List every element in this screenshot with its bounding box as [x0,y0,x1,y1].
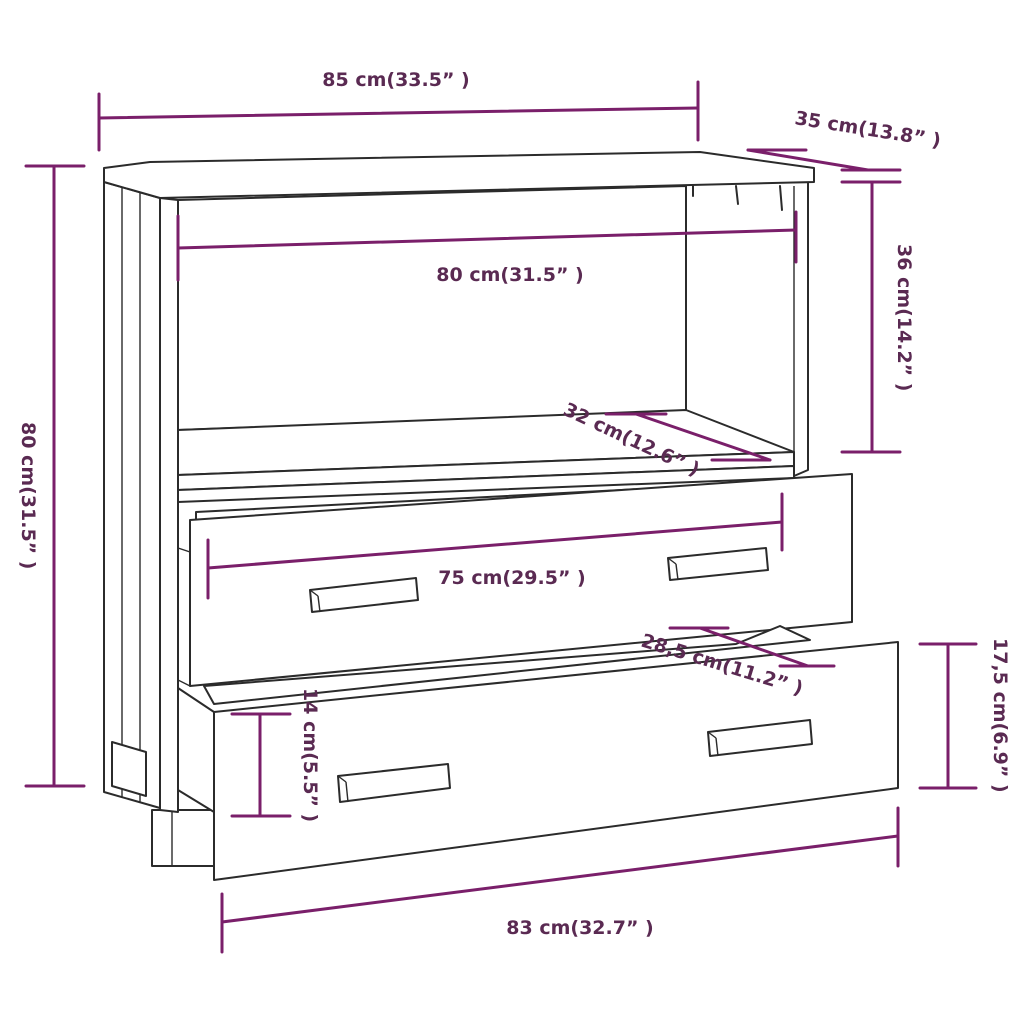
overall-height-label: 80 cm(31.5” ) [17,422,39,569]
shelf-height-label: 36 cm(14.2” ) [893,244,915,391]
cabinet-side-panel [103,181,161,809]
drawer-front-height-dimension-line [918,642,978,790]
overall-depth-label: 35 cm(13.8” ) [793,107,942,152]
drawer-inner-height-label: 14 cm(5.5” ) [299,688,321,822]
upper-drawer-handle-right [667,547,769,581]
cabinet-leg-front [151,809,215,867]
shelf-width-dimension-line [176,210,798,282]
lower-drawer-front [213,641,899,881]
shelf-width-label: 80 cm(31.5” ) [436,264,583,286]
drawer-front-width-dimension-line [220,806,900,954]
drawer-depth-dimension-line [668,626,836,668]
shelf-height-dimension-line [840,180,902,454]
cabinet-front-stile [159,197,179,813]
drawer-inner-height-dimension-line [230,712,292,818]
lower-drawer-handle-left [337,763,451,803]
shelf-back-wall [177,185,687,431]
overall-depth-dimension-line [746,148,902,172]
lower-drawer-side [177,687,215,813]
overall-width-label: 85 cm(33.5” ) [322,69,469,91]
shelf-peg-hole [735,185,739,205]
cabinet-drawing [103,151,899,881]
cabinet-leg-back [111,741,147,797]
drawer-inner-width-label: 75 cm(29.5” ) [438,567,585,589]
upper-drawer-handle-left [309,577,419,613]
shelf-depth-dimension-line [604,412,772,462]
shelf-peg-hole [779,185,783,211]
dimension-lines [24,80,978,954]
overall-height-dimension-line [24,164,86,788]
drawer-front-width-label: 83 cm(32.7” ) [506,917,653,939]
lower-drawer-handle-right [707,719,813,757]
overall-width-dimension-line [97,80,700,152]
drawer-inner-width-dimension-line [206,492,784,600]
drawer-front-height-label: 17,5 cm(6.9” ) [989,638,1011,793]
